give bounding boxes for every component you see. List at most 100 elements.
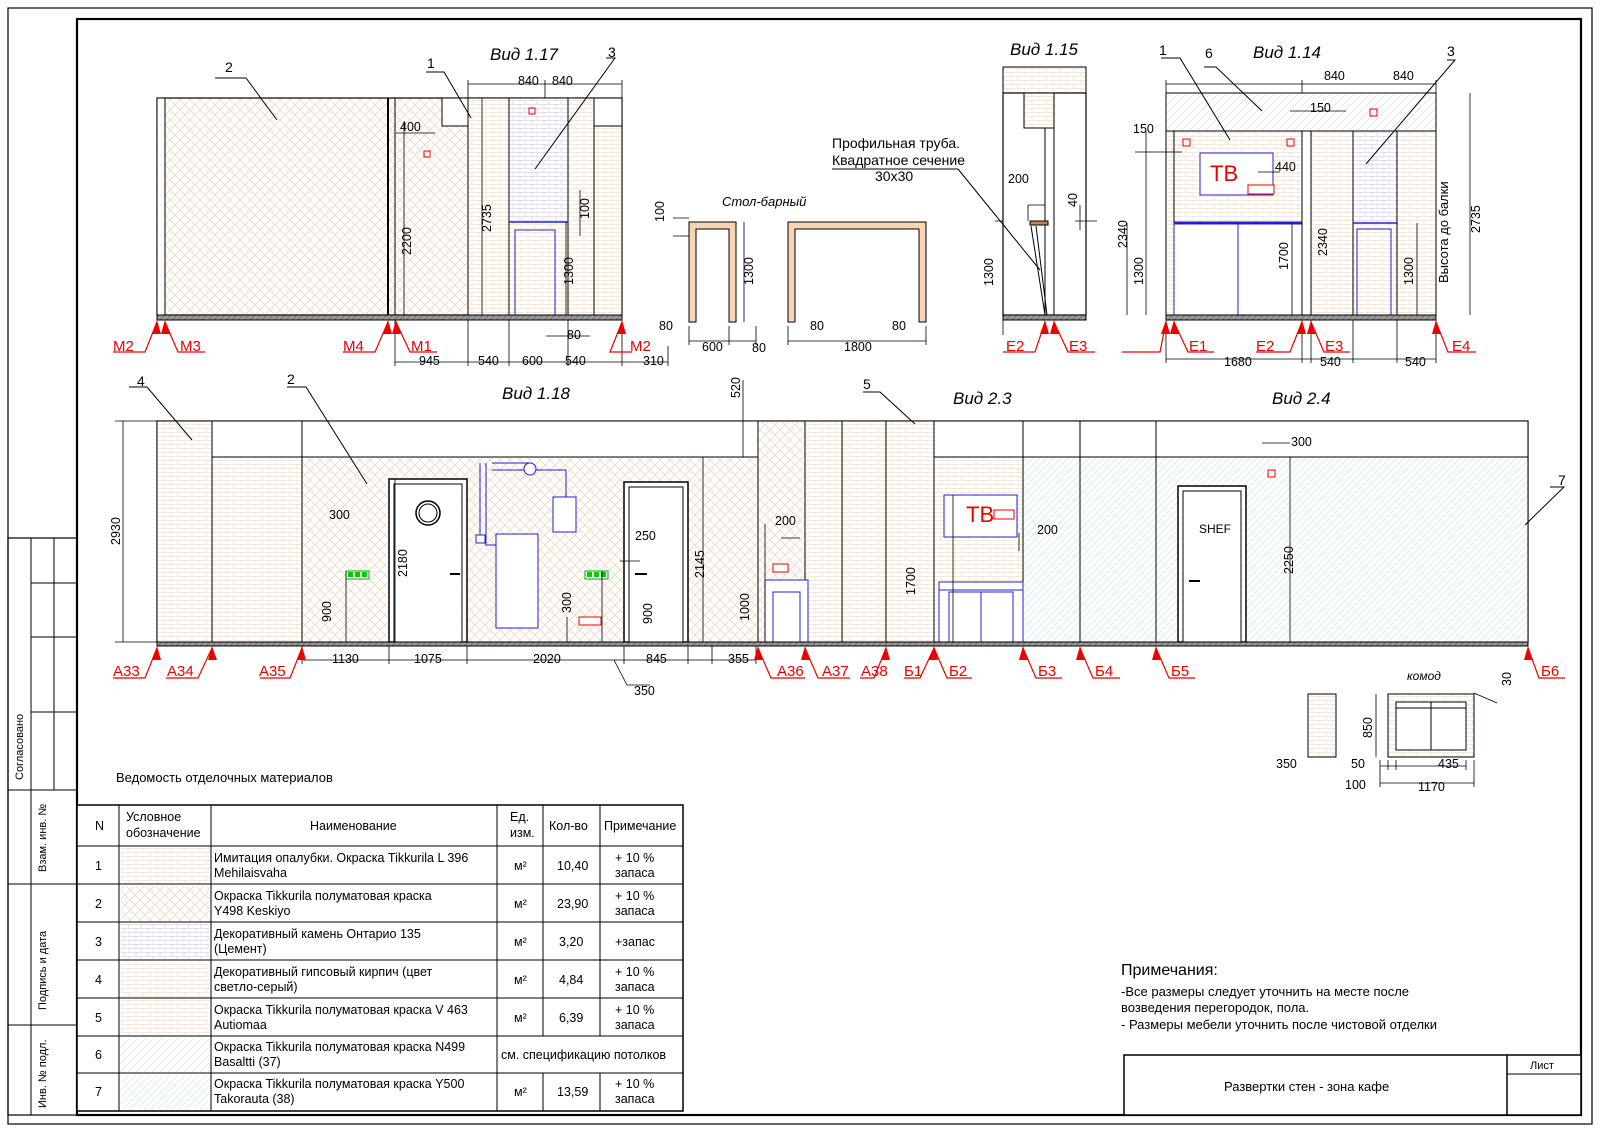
- bt-dim-1800: 1800: [844, 340, 872, 354]
- marker-e2-v115: Е2: [1006, 338, 1024, 355]
- row-1-name-1: Имитация опалубки. Окраска Tikkurila L 3…: [214, 851, 468, 865]
- b-dim-350: 350: [634, 684, 655, 698]
- h-dim-2930: 2930: [109, 517, 123, 545]
- v14-dim-440: 440: [1275, 160, 1296, 174]
- row-2-note-1: + 10 %: [615, 889, 654, 903]
- row-5-name-2: Autiomaa: [214, 1018, 267, 1032]
- row-5-qty: 6,39: [559, 1011, 583, 1025]
- view-title-1-17: Вид 1.17: [490, 45, 559, 64]
- v15-dim-1300: 1300: [982, 258, 996, 286]
- v14-dim-2340b: 2340: [1316, 228, 1330, 256]
- th-sym-2: обозначение: [126, 826, 201, 840]
- bar-table-title: Стол-барный: [722, 194, 806, 209]
- callout-1-17-2: 2: [225, 59, 233, 75]
- callout-2-4-7: 7: [1558, 472, 1566, 488]
- stamp-inv-podl: Инв. № подл.: [37, 1039, 49, 1108]
- row-6-n: 6: [95, 1048, 102, 1062]
- title-block-sheet: Лист: [1530, 1060, 1554, 1072]
- callout-1-17-3: 3: [608, 44, 616, 60]
- row-5-note-2: запаса: [615, 1018, 655, 1032]
- notes-line-2: возведения перегородок, пола.: [1121, 1000, 1309, 1015]
- marker-b1: Б1: [904, 663, 922, 680]
- marker-a34: А34: [167, 663, 194, 680]
- dimension-texts: 840 840 400 2200 2735 100 1300 80 945 54…: [109, 69, 1514, 794]
- row-7-name-1: Окраска Tikkurila полуматовая краска Y50…: [214, 1077, 464, 1091]
- marker-a37: А37: [822, 663, 849, 680]
- tv-label-1-14: ТВ: [1210, 161, 1238, 186]
- row-7-note-1: + 10 %: [615, 1077, 654, 1091]
- h-dim-250: 250: [635, 529, 656, 543]
- th-unit-1: Ед.: [510, 810, 529, 824]
- th-unit-2: изм.: [510, 826, 535, 840]
- th-sym-1: Условное: [126, 810, 181, 824]
- row-4-unit: м²: [514, 973, 527, 987]
- callout-2-3-5: 5: [863, 376, 871, 392]
- row-2-qty: 23,90: [557, 897, 588, 911]
- v14-dim-840b: 840: [1393, 69, 1414, 83]
- b-dim-1130: 1130: [332, 652, 359, 666]
- marker-e3-v114: Е3: [1325, 338, 1343, 355]
- v14-dim-2340a: 2340: [1116, 220, 1130, 248]
- row-7-note-2: запаса: [615, 1092, 655, 1106]
- k-dim-50: 50: [1351, 757, 1365, 771]
- dim-540a: 540: [478, 354, 499, 368]
- tv-label-2-3: ТВ: [966, 502, 994, 527]
- komod: [1307, 693, 1475, 758]
- h-dim-300b: 300: [560, 592, 574, 613]
- h-dim-2250: 2250: [1282, 546, 1296, 574]
- stamp-agreed: Согласовано: [14, 714, 26, 780]
- row-6-name-2: Basaltti (37): [214, 1055, 281, 1069]
- komod-title: комод: [1407, 669, 1441, 683]
- dim-840a: 840: [518, 74, 539, 88]
- row-7-name-2: Takorauta (38): [214, 1092, 295, 1106]
- row-3-unit: м²: [514, 935, 527, 949]
- k-dim-30: 30: [1500, 672, 1514, 686]
- v14-dim-2735: 2735: [1469, 205, 1483, 233]
- h-dim-900b: 900: [641, 603, 655, 624]
- h-dim-200a: 200: [775, 514, 796, 528]
- v14-dim-150a: 150: [1133, 122, 1154, 136]
- v14-dim-1300b: 1300: [1402, 257, 1416, 285]
- row-1-unit: м²: [514, 859, 527, 873]
- materials-table-text: N Условное обозначение Наименование Ед. …: [95, 810, 676, 1106]
- row-4-note-2: запаса: [615, 980, 655, 994]
- b-dim-845: 845: [646, 652, 667, 666]
- dim-540b: 540: [565, 354, 586, 368]
- marker-a35: А35: [259, 663, 286, 680]
- row-6-name-1: Окраска Tikkurila полуматовая краска N49…: [214, 1040, 465, 1054]
- long-elevation: [156, 420, 1529, 647]
- bt-dim-600: 600: [702, 340, 723, 354]
- shef-door-label: SHEF: [1199, 522, 1231, 536]
- title-block: [1123, 1054, 1582, 1116]
- dim-2200: 2200: [400, 227, 414, 255]
- v14-dim-540a: 540: [1320, 355, 1341, 369]
- row-2-n: 2: [95, 897, 102, 911]
- row-2-note-2: запаса: [615, 904, 655, 918]
- bar-table: [688, 221, 927, 323]
- row-4-qty: 4,84: [559, 973, 583, 987]
- pipe-note-3: 30x30: [875, 168, 913, 184]
- callout-1-14-3: 3: [1447, 43, 1455, 59]
- marker-a38: А38: [861, 663, 888, 680]
- row-3-name-2: (Цемент): [214, 942, 267, 956]
- marker-b2: Б2: [949, 663, 967, 680]
- marker-e2-v114: Е2: [1256, 338, 1274, 355]
- callout-leaders: [129, 57, 1566, 526]
- marker-m2-left: М2: [113, 338, 134, 355]
- dim-945: 945: [419, 354, 440, 368]
- notes-line-1: -Все размеры следует уточнить на месте п…: [1121, 984, 1409, 999]
- row-7-qty: 13,59: [557, 1085, 588, 1099]
- notes-line-3: - Размеры мебели уточнить после чистовой…: [1121, 1017, 1437, 1032]
- marker-b5: Б5: [1171, 663, 1189, 680]
- view-1-15: [1002, 66, 1087, 321]
- row-1-note-2: запаса: [615, 866, 655, 880]
- row-4-name-1: Декоративный гипсовый кирпич (цвет: [214, 965, 433, 979]
- h-dim-1000: 1000: [738, 593, 752, 621]
- callout-1-18-2: 2: [287, 371, 295, 387]
- th-note: Примечание: [604, 819, 676, 833]
- bt-dim-100: 100: [653, 201, 667, 222]
- marker-e4: Е4: [1452, 338, 1470, 355]
- callout-1-14-1: 1: [1159, 42, 1167, 58]
- k-dim-850: 850: [1361, 717, 1375, 738]
- th-name: Наименование: [310, 819, 397, 833]
